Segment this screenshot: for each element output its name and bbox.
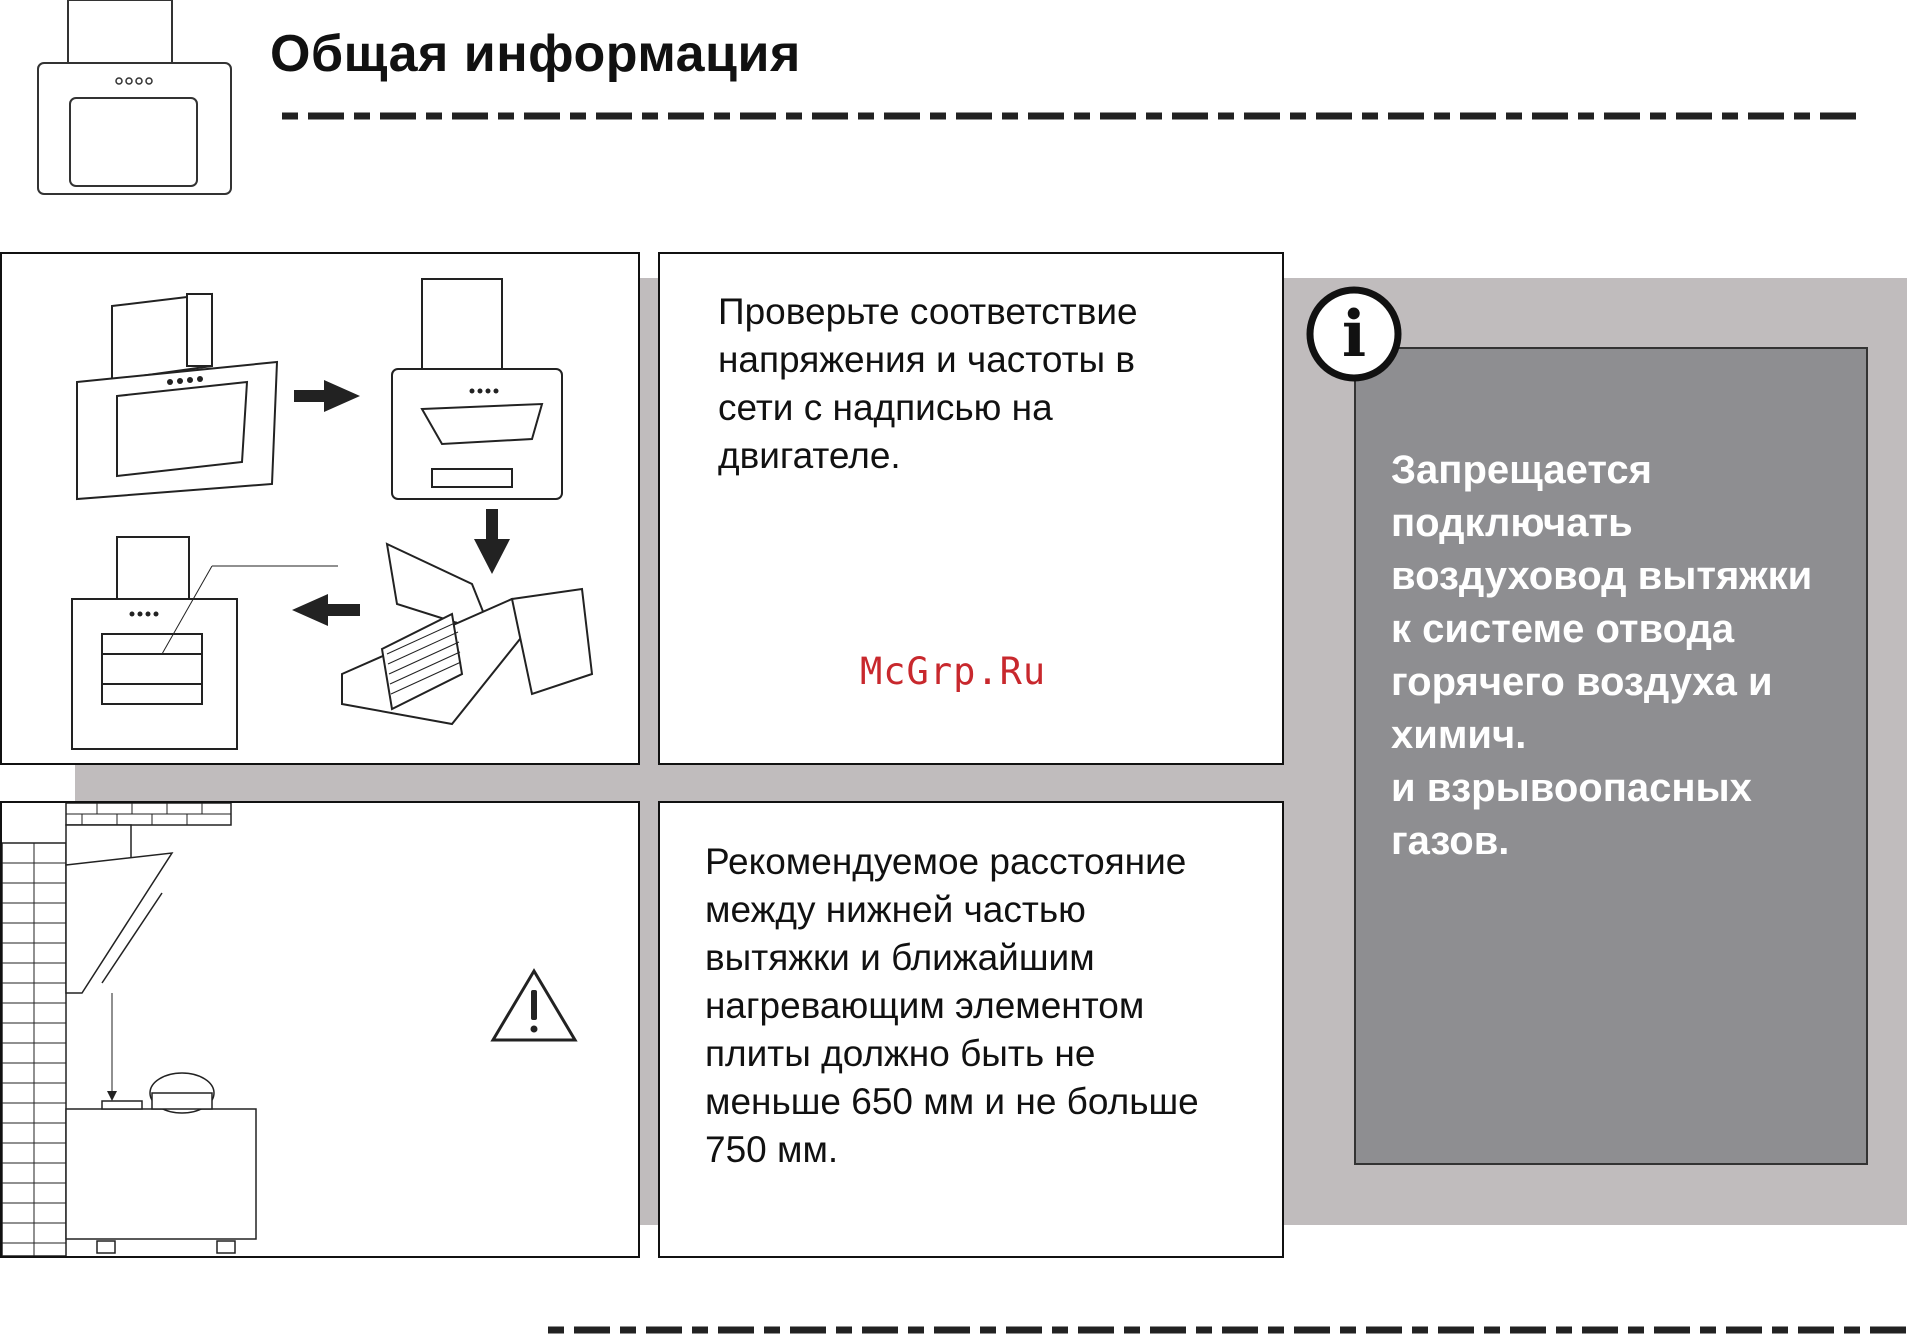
installation-illustration	[0, 252, 640, 765]
page-title: Общая информация	[270, 25, 801, 83]
distance-panel	[658, 801, 1284, 1258]
mounting-height-illustration	[0, 801, 640, 1258]
svg-text:i: i	[1342, 297, 1366, 372]
warning-triangle-icon	[490, 968, 578, 1042]
title-divider	[282, 112, 1862, 120]
watermark: McGrp.Ru	[860, 650, 1047, 693]
filter-removal-diagram	[71, 278, 594, 750]
voltage-check-panel	[658, 252, 1284, 765]
warning-box	[1354, 347, 1868, 1165]
hood-above-stove-diagram	[1, 802, 257, 1257]
range-hood-icon	[37, 0, 232, 195]
voltage-check-text: Проверьте соответствие напряжения и част…	[718, 291, 1138, 476]
distance-text: Рекомендуемое расстояние между нижней ча…	[705, 841, 1199, 1170]
warning-text: Запрещается подключать воздуховод вытяжк…	[1391, 448, 1813, 863]
bottom-divider	[548, 1326, 1909, 1334]
info-icon: i	[1306, 286, 1402, 382]
